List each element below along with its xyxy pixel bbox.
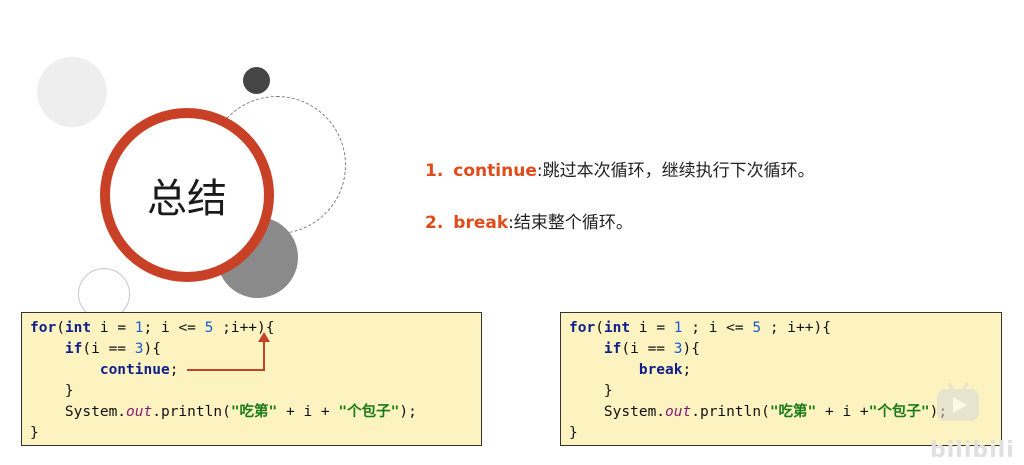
slide-title: 总结 bbox=[147, 176, 227, 222]
point-keyword: continue bbox=[453, 161, 537, 181]
code-token bbox=[569, 362, 639, 378]
code-token: ;i++){ bbox=[213, 320, 275, 336]
code-token: 1 bbox=[134, 320, 144, 336]
code-token: for bbox=[569, 320, 596, 336]
code-token: System. bbox=[569, 404, 666, 420]
code-line: for(int i = 1 ; i <= 5 ; i++){ bbox=[569, 318, 1001, 339]
code-line: } bbox=[569, 381, 1001, 402]
play-icon[interactable] bbox=[934, 381, 982, 425]
point-text: :结束整个循环。 bbox=[508, 213, 633, 233]
point-text: :跳过本次循环，继续执行下次循环。 bbox=[536, 161, 815, 181]
code-token: ){ bbox=[143, 341, 161, 357]
code-token: if bbox=[603, 341, 622, 357]
code-line: } bbox=[569, 423, 1001, 444]
code-token: i = bbox=[630, 320, 674, 336]
code-token: .println( bbox=[152, 404, 231, 420]
point-keyword: break bbox=[453, 213, 509, 233]
code-token: 3 bbox=[673, 341, 683, 357]
code-line: if(i == 3){ bbox=[569, 339, 1001, 360]
watermark: bilibili bbox=[930, 438, 1015, 463]
code-line: } bbox=[30, 381, 481, 402]
code-token: int bbox=[603, 320, 631, 336]
code-token: 1 bbox=[673, 320, 683, 336]
code-line: System.out.println("吃第" + i +"个包子"); bbox=[569, 402, 1001, 423]
code-token: "吃第" bbox=[769, 404, 817, 420]
code-token: .println( bbox=[691, 404, 770, 420]
code-token: ; bbox=[169, 362, 179, 378]
code-token: ; bbox=[682, 362, 692, 378]
code-token: ; i <= bbox=[682, 320, 753, 336]
code-token: out bbox=[126, 404, 153, 420]
code-token bbox=[30, 341, 65, 357]
code-token: "个包子" bbox=[868, 404, 930, 420]
code-line: break; bbox=[569, 360, 1001, 381]
code-block-break: for(int i = 1 ; i <= 5 ; i++){ if(i == 3… bbox=[560, 312, 1002, 446]
code-token: (i == bbox=[82, 341, 135, 357]
decor-circle-light bbox=[37, 57, 107, 127]
code-token bbox=[569, 341, 604, 357]
code-token: continue bbox=[99, 362, 170, 378]
code-token: ( bbox=[56, 320, 65, 336]
code-token: + i + bbox=[277, 404, 339, 420]
point-number: 2. bbox=[425, 213, 444, 233]
code-token: break bbox=[638, 362, 683, 378]
decor-circle-dark bbox=[243, 67, 270, 94]
code-token: "吃第" bbox=[230, 404, 278, 420]
code-token: int bbox=[64, 320, 92, 336]
summary-point-continue: 1. continue:跳过本次循环，继续执行下次循环。 bbox=[425, 156, 815, 181]
code-token: i = bbox=[91, 320, 135, 336]
code-token: ); bbox=[399, 404, 417, 420]
code-line: continue; bbox=[30, 360, 481, 381]
code-token: } bbox=[30, 383, 74, 399]
code-token: ; i <= bbox=[143, 320, 205, 336]
code-token: } bbox=[569, 383, 613, 399]
code-token: 3 bbox=[134, 341, 144, 357]
code-token bbox=[30, 362, 100, 378]
code-line: System.out.println("吃第" + i + "个包子"); bbox=[30, 402, 481, 423]
code-block-continue: for(int i = 1; i <= 5 ;i++){ if(i == 3){… bbox=[21, 312, 482, 446]
code-token: } bbox=[569, 425, 578, 441]
code-token: 5 bbox=[204, 320, 214, 336]
code-token: + i + bbox=[816, 404, 869, 420]
code-token: ( bbox=[595, 320, 604, 336]
code-line: if(i == 3){ bbox=[30, 339, 481, 360]
code-token: (i == bbox=[621, 341, 674, 357]
code-token: } bbox=[30, 425, 39, 441]
code-token: ){ bbox=[682, 341, 700, 357]
summary-point-break: 2. break:结束整个循环。 bbox=[425, 208, 633, 233]
code-line: for(int i = 1; i <= 5 ;i++){ bbox=[30, 318, 481, 339]
code-token: "个包子" bbox=[338, 404, 400, 420]
code-token: for bbox=[30, 320, 57, 336]
code-token: out bbox=[665, 404, 692, 420]
code-token: ; i++){ bbox=[761, 320, 831, 336]
code-token: if bbox=[64, 341, 83, 357]
code-line: } bbox=[30, 423, 481, 444]
point-number: 1. bbox=[425, 161, 444, 181]
code-token: 5 bbox=[752, 320, 762, 336]
title-circle: 总结 bbox=[100, 108, 274, 282]
code-token: System. bbox=[30, 404, 127, 420]
